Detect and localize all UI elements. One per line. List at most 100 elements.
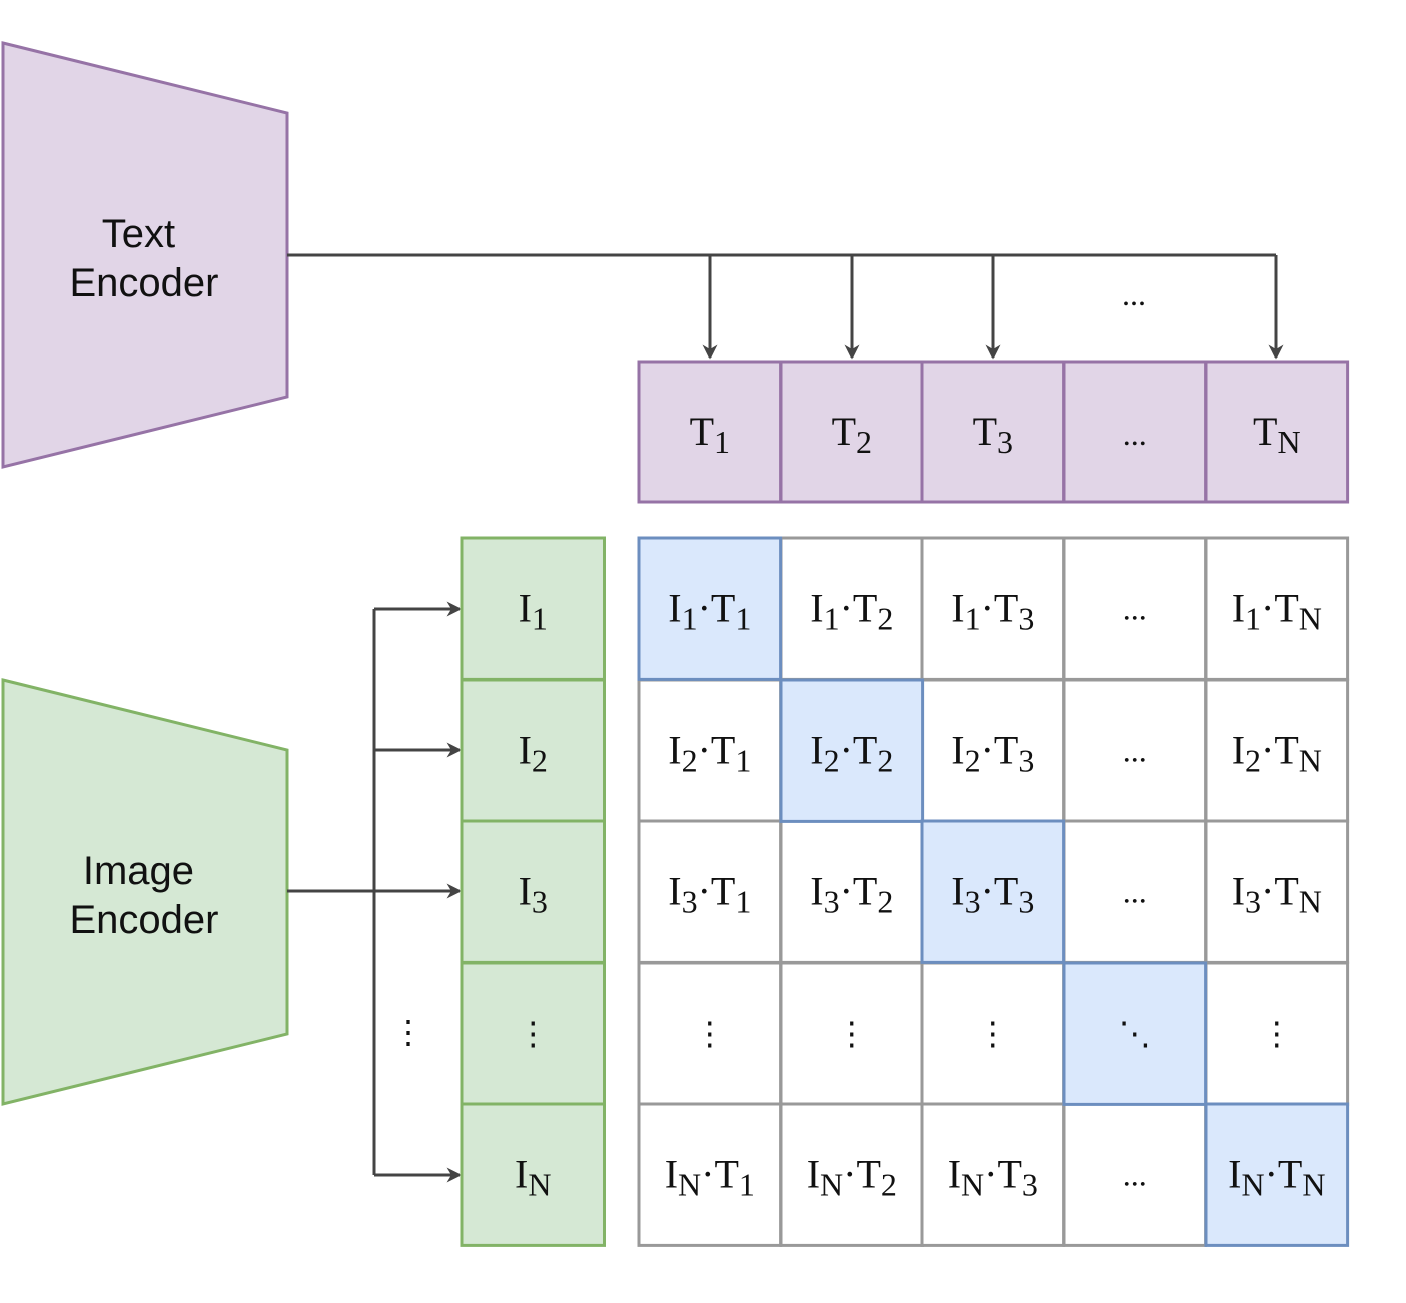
image-embedding-2: I2 <box>460 678 606 823</box>
matrix-cell-label: I3·T3 <box>951 869 1034 920</box>
matrix-cell-r4-c1: ⋮ <box>637 961 783 1106</box>
text-encoder-label-line-1: Text <box>102 212 175 256</box>
text-embedding-2: T2 <box>779 360 925 504</box>
matrix-cell-ellipsis: ... <box>1123 733 1147 769</box>
matrix-cell-r2-c3: I2·T3 <box>920 678 1066 823</box>
similarity-matrix: I1·T2 I1·T3... I1·TN I2·T1 I2·T3... I2·TN I3·T… <box>637 536 1350 1247</box>
image-arrows <box>287 601 462 1183</box>
matrix-cell-label: I3·T2 <box>810 869 893 920</box>
matrix-cell-ellipsis: ... <box>1123 591 1147 627</box>
matrix-cell-box <box>920 1102 1066 1247</box>
matrix-cell-r2-c1: I2·T1 <box>637 678 783 823</box>
matrix-cell-box <box>637 1102 783 1247</box>
matrix-cell-r1-c4: ... <box>1062 536 1208 681</box>
matrix-cell-box <box>1204 1102 1350 1247</box>
matrix-cell-r2-c4: ... <box>1062 678 1208 823</box>
matrix-cell-label: I2·T3 <box>951 728 1034 779</box>
matrix-cell-r5-c5: IN·TN <box>1204 1102 1350 1247</box>
text-embedding-3: T3 <box>920 360 1066 504</box>
matrix-cell-box <box>1062 961 1208 1106</box>
matrix-cell-r4-c3: ⋮ <box>920 961 1066 1106</box>
text-encoder: Text Encoder <box>1 41 289 469</box>
image-embedding-3: I3 <box>460 819 606 964</box>
matrix-cell-box <box>637 536 783 681</box>
matrix-cell-ellipsis: ... <box>1123 1157 1147 1193</box>
text-encoder-label-line-2: Encoder <box>70 261 219 305</box>
image-embedding-5: IN <box>460 1102 606 1247</box>
matrix-cell-box <box>920 961 1066 1106</box>
text-embedding-label: TN <box>1253 409 1301 460</box>
matrix-cell-box <box>1204 536 1350 681</box>
text-encoder-shape <box>1 41 289 469</box>
text-embedding-box <box>1062 360 1208 504</box>
matrix-cell-box <box>1204 961 1350 1106</box>
matrix-cells: I1·T2 I1·T3... I1·TN I2·T1 I2·T3... I2·TN I3·T… <box>637 536 1350 1247</box>
matrix-cell-box <box>779 536 925 681</box>
text-embedding-box <box>920 360 1066 504</box>
image-embedding-box <box>460 961 606 1106</box>
image-embedding-box <box>460 1102 606 1247</box>
image-embedding-label: I3 <box>519 869 548 920</box>
matrix-cell-r1-c2: I1·T2 <box>779 536 925 681</box>
matrix-cell-ellipsis: ... <box>1123 874 1147 910</box>
image-embedding-box <box>460 536 606 681</box>
matrix-cell-ellipsis: ⋱ <box>1119 1016 1151 1052</box>
image-embedding-label: I2 <box>519 728 548 779</box>
matrix-cell-r4-c2: ⋮ <box>779 961 925 1106</box>
matrix-cell-r2-c5: I2·TN <box>1204 678 1350 823</box>
image-embedding-4: ⋮ <box>460 961 606 1106</box>
text-arrow-ellipsis: ... <box>1122 276 1146 312</box>
matrix-cell-ellipsis: ⋮ <box>836 1016 868 1052</box>
matrix-cell-label: I3·T1 <box>668 869 751 920</box>
matrix-cell-r1-c3: I1·T3 <box>920 536 1066 681</box>
matrix-cell-r5-c1: IN·T1 <box>637 1102 783 1247</box>
matrix-cell-r5-c4: ... <box>1062 1102 1208 1247</box>
matrix-cell-r3-c1: I3·T1 <box>637 819 783 964</box>
matrix-cell-r2-c2: I2·T2 <box>779 678 925 823</box>
image-encoder-label-line-1: Image <box>83 849 194 893</box>
matrix-cell-r5-c2: IN·T2 <box>779 1102 925 1247</box>
text-embedding-4: ... <box>1062 360 1208 504</box>
matrix-cell-r4-c5: ⋮ <box>1204 961 1350 1106</box>
text-encoder-label: Text Encoder <box>70 212 219 305</box>
image-encoder-shape <box>1 678 289 1106</box>
matrix-cell-label: I1·T3 <box>951 586 1034 637</box>
image-embedding-label: IN <box>515 1152 551 1203</box>
matrix-cell-box <box>779 819 925 964</box>
image-encoder: Image Encoder <box>1 678 289 1106</box>
image-embedding-box <box>460 819 606 964</box>
text-embedding-5: TN <box>1204 360 1350 504</box>
image-embedding-box <box>460 678 606 823</box>
text-embedding-box <box>1204 360 1350 504</box>
matrix-cell-r5-c3: IN·T3 <box>920 1102 1066 1247</box>
text-embedding-ellipsis: ... <box>1123 416 1147 452</box>
matrix-cell-label: IN·TN <box>1228 1152 1325 1203</box>
text-embedding-box <box>637 360 783 504</box>
matrix-cell-box <box>920 819 1066 964</box>
matrix-cell-box <box>637 678 783 823</box>
matrix-cell-box <box>779 1102 925 1247</box>
image-encoder-label: Image Encoder <box>70 849 219 942</box>
image-encoder-label-line-2: Encoder <box>70 898 219 942</box>
matrix-cell-r3-c4: ... <box>1062 819 1208 964</box>
matrix-cell-r3-c5: I3·TN <box>1204 819 1350 964</box>
image-arrow-ellipsis: ⋮ <box>392 1014 424 1050</box>
text-embedding-row: T1 T2 T3... TN <box>637 360 1350 504</box>
image-embedding-ellipsis: ⋮ <box>517 1016 549 1052</box>
matrix-cell-label: I2·TN <box>1232 728 1322 779</box>
matrix-cell-r4-c4: ⋱ <box>1062 961 1208 1106</box>
text-embedding-label: T1 <box>690 409 730 460</box>
matrix-cell-label: I1·TN <box>1232 586 1322 637</box>
text-embedding-1: T1 <box>637 360 783 504</box>
text-embedding-label: T2 <box>832 409 872 460</box>
matrix-cell-label: IN·T1 <box>665 1152 755 1203</box>
matrix-cell-label: I1·T2 <box>810 586 893 637</box>
matrix-cell-box <box>779 678 925 823</box>
matrix-cell-label: I3·TN <box>1232 869 1322 920</box>
text-embedding-label: T3 <box>973 409 1013 460</box>
image-embedding-label: I1 <box>519 586 548 637</box>
matrix-cell-label: I2·T2 <box>810 728 893 779</box>
matrix-cell-r1-c5: I1·TN <box>1204 536 1350 681</box>
